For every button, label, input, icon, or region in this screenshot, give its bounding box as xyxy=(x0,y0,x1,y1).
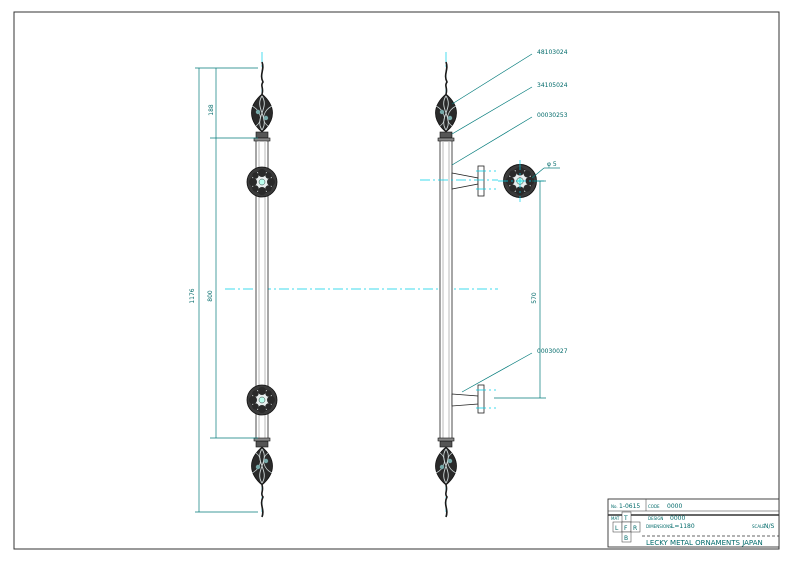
dim-grip-length: 800 xyxy=(207,290,214,302)
bottom-finial-front xyxy=(250,437,274,518)
upper-rosette xyxy=(246,166,278,198)
tb-drawing-no: 1-0615 xyxy=(619,503,640,510)
front-view xyxy=(225,52,498,520)
dim-hole-diameter: φ 5 xyxy=(547,161,557,168)
tb-code-value: 0000 xyxy=(667,503,682,510)
callout-bar-part: 00030253 xyxy=(537,112,568,119)
tb-scale-label: SCALE xyxy=(752,524,765,529)
side-dimensions: 570 φ 5 48103024 34105024 00030253 00030… xyxy=(451,49,568,399)
tb-dims-value: L=1180 xyxy=(671,523,695,530)
lower-rosette xyxy=(246,384,278,416)
dim-total-height: 1176 xyxy=(189,288,196,303)
tb-view-b: B xyxy=(624,535,628,542)
tb-view-t: T xyxy=(623,515,628,522)
tb-code-label: CODE xyxy=(648,504,660,509)
tb-view-r: R xyxy=(633,525,637,532)
dim-top-ornament: 188 xyxy=(208,104,215,116)
tb-subcode-label: DESIGN xyxy=(648,516,663,521)
tb-material-label: MAT xyxy=(611,516,620,521)
callout-finial-part: 48103024 xyxy=(537,49,568,56)
callout-collar-part: 34105024 xyxy=(537,82,568,89)
tb-company: LECKY METAL ORNAMENTS JAPAN xyxy=(646,539,763,547)
top-finial-front xyxy=(250,61,274,142)
tb-no-label: No. xyxy=(611,504,618,509)
tb-scale-value: N/S xyxy=(764,523,775,530)
callout-bracket-part: 00030027 xyxy=(537,348,568,355)
title-block: No. 1-0615 CODE 0000 MAT DESIGN 0000 T L… xyxy=(607,498,780,548)
bottom-finial-side xyxy=(434,437,458,518)
tb-subcode-value: 0000 xyxy=(670,515,685,522)
side-view xyxy=(420,52,544,520)
tb-view-f: F xyxy=(624,525,628,532)
front-dimensions: 1176 188 800 xyxy=(189,67,258,513)
tb-view-l: L xyxy=(615,525,619,532)
top-finial-side xyxy=(434,61,458,142)
dim-mount-spacing: 570 xyxy=(531,292,538,304)
sheet-border xyxy=(13,11,780,550)
tb-dims-label: DIMENSIONS xyxy=(646,524,672,529)
